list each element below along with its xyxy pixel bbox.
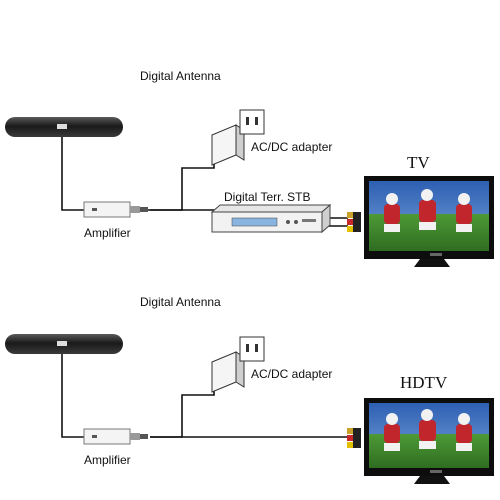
top-diagram [5,109,494,267]
bottom-diagram [5,334,494,484]
tv-label: TV [407,153,430,172]
adapter-icon [211,336,265,393]
antenna-icon [5,117,123,137]
rca-connector-icon [347,212,361,232]
adapter-label: AC/DC adapter [251,140,333,154]
adapter-icon [211,109,265,166]
adapter-label: AC/DC adapter [251,367,333,381]
amplifier-icon [83,201,148,218]
tv-icon [364,176,494,267]
stb-icon [210,203,332,234]
amplifier-label: Amplifier [84,453,131,467]
hdtv-icon [364,398,494,484]
antenna-label: Digital Antenna [140,295,221,309]
antenna-icon [5,334,123,354]
amplifier-icon [83,428,148,445]
hdtv-label: HDTV [400,373,448,392]
amplifier-label: Amplifier [84,226,131,240]
rca-connector-icon [347,428,361,448]
antenna-label: Digital Antenna [140,69,221,83]
stb-label: Digital Terr. STB [224,190,311,204]
